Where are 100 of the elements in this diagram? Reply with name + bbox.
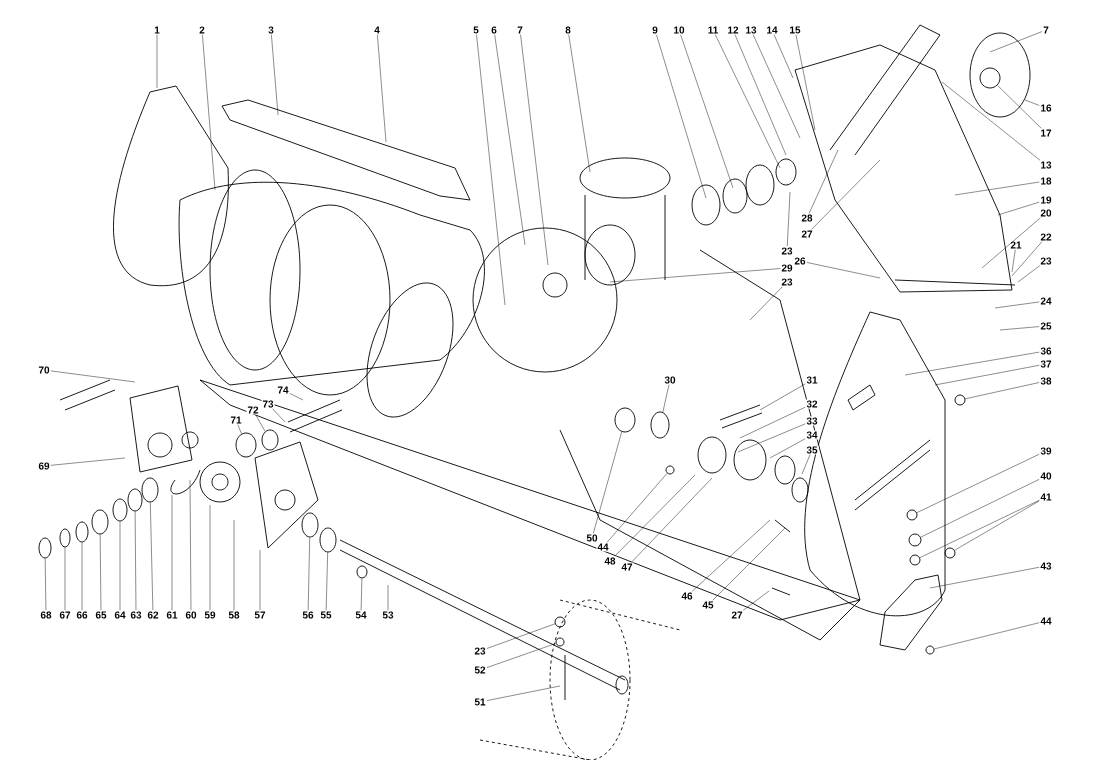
leader-line: [202, 34, 216, 191]
callout-number: 27: [800, 229, 814, 239]
callout-number: 29: [780, 263, 794, 273]
callout-number: 65: [94, 610, 108, 620]
callout-number: 34: [805, 430, 819, 440]
callout-number: 13: [744, 25, 758, 35]
callout-number: 40: [1039, 471, 1053, 481]
leader-line: [377, 34, 387, 143]
ring-part: [127, 488, 143, 512]
leader-line: [1011, 249, 1016, 273]
callout-number: 70: [37, 365, 51, 375]
callout-number: 43: [1039, 561, 1053, 571]
leader-line: [64, 547, 66, 611]
callout-number: 23: [780, 246, 794, 256]
callout-number: 9: [651, 25, 659, 35]
ring-part: [141, 477, 159, 503]
leader-line: [795, 34, 816, 131]
callout-number: 2: [198, 25, 206, 35]
callout-number: 11: [706, 25, 720, 35]
callout-number: 61: [165, 610, 179, 620]
leader-line: [806, 262, 881, 279]
leader-line: [773, 34, 794, 79]
ring-part: [979, 67, 1001, 89]
callout-number: 18: [1039, 176, 1053, 186]
leader-line: [150, 502, 154, 611]
callout-number: 52: [473, 665, 487, 675]
callout-number: 15: [788, 25, 802, 35]
callout-number: 6: [490, 25, 498, 35]
leader-line: [934, 365, 1040, 386]
ring-part: [356, 565, 368, 579]
leader-line: [606, 473, 668, 543]
callout-number: 45: [701, 600, 715, 610]
callout-number: 31: [805, 375, 819, 385]
callout-number: 19: [1039, 195, 1053, 205]
leader-line: [801, 454, 811, 475]
leader-line: [954, 181, 1040, 196]
leader-line: [631, 477, 713, 563]
callout-number: 3: [267, 25, 275, 35]
leader-line: [656, 34, 707, 199]
leader-line: [734, 34, 787, 156]
callout-number: 47: [620, 562, 634, 572]
leader-line: [941, 81, 1041, 161]
leader-line: [609, 268, 781, 283]
callout-number: 50: [585, 533, 599, 543]
leader-line: [743, 590, 770, 611]
callout-number: 44: [1039, 616, 1053, 626]
leader-line: [1011, 241, 1043, 277]
ring-part: [906, 509, 918, 521]
ring-part: [235, 432, 257, 458]
callout-number: 39: [1039, 446, 1053, 456]
leader-line: [759, 383, 806, 411]
leader-line: [259, 549, 261, 611]
leader-line: [712, 527, 786, 601]
leader-line: [920, 479, 1040, 538]
callout-number: 54: [354, 610, 368, 620]
ring-part: [650, 411, 670, 439]
leader-line: [494, 34, 526, 246]
leader-line: [99, 534, 102, 611]
leader-line: [1024, 99, 1040, 106]
callout-number: 69: [37, 461, 51, 471]
ring-part: [261, 429, 279, 451]
callout-number: 16: [1039, 103, 1053, 113]
leader-line: [904, 351, 1040, 376]
callout-number: 51: [473, 697, 487, 707]
leader-line: [808, 149, 839, 214]
callout-number: 26: [793, 256, 807, 266]
callout-number: 23: [780, 277, 794, 287]
callout-number: 22: [1039, 232, 1053, 242]
ring-part: [112, 498, 128, 522]
leader-line: [50, 370, 136, 383]
callout-number: 59: [203, 610, 217, 620]
callout-number: 53: [381, 610, 395, 620]
leader-line: [486, 685, 561, 701]
leader-line: [691, 519, 771, 592]
leader-line: [171, 494, 173, 611]
ring-part: [555, 637, 565, 647]
callout-number: 37: [1039, 359, 1053, 369]
ring-part: [614, 407, 636, 433]
ring-part: [301, 512, 319, 538]
leader-line: [237, 424, 242, 434]
leader-line: [919, 500, 1040, 558]
leader-line: [134, 511, 137, 611]
leader-line: [387, 584, 389, 611]
callout-number: 68: [39, 610, 53, 620]
leader-line: [752, 34, 801, 139]
callout-number: 73: [261, 399, 275, 409]
ring-part: [75, 521, 89, 543]
callout-number: 62: [146, 610, 160, 620]
ring-part: [319, 527, 337, 553]
leader-line: [271, 34, 279, 116]
leader-line: [50, 457, 126, 466]
leader-line: [325, 552, 328, 611]
leader-line: [954, 500, 1040, 551]
leader-line: [189, 479, 192, 611]
leader-line: [614, 474, 696, 557]
leader-line: [680, 34, 734, 189]
leader-line: [999, 326, 1040, 331]
leader-line: [289, 393, 304, 401]
callout-number: 10: [672, 25, 686, 35]
leader-line: [739, 406, 806, 439]
